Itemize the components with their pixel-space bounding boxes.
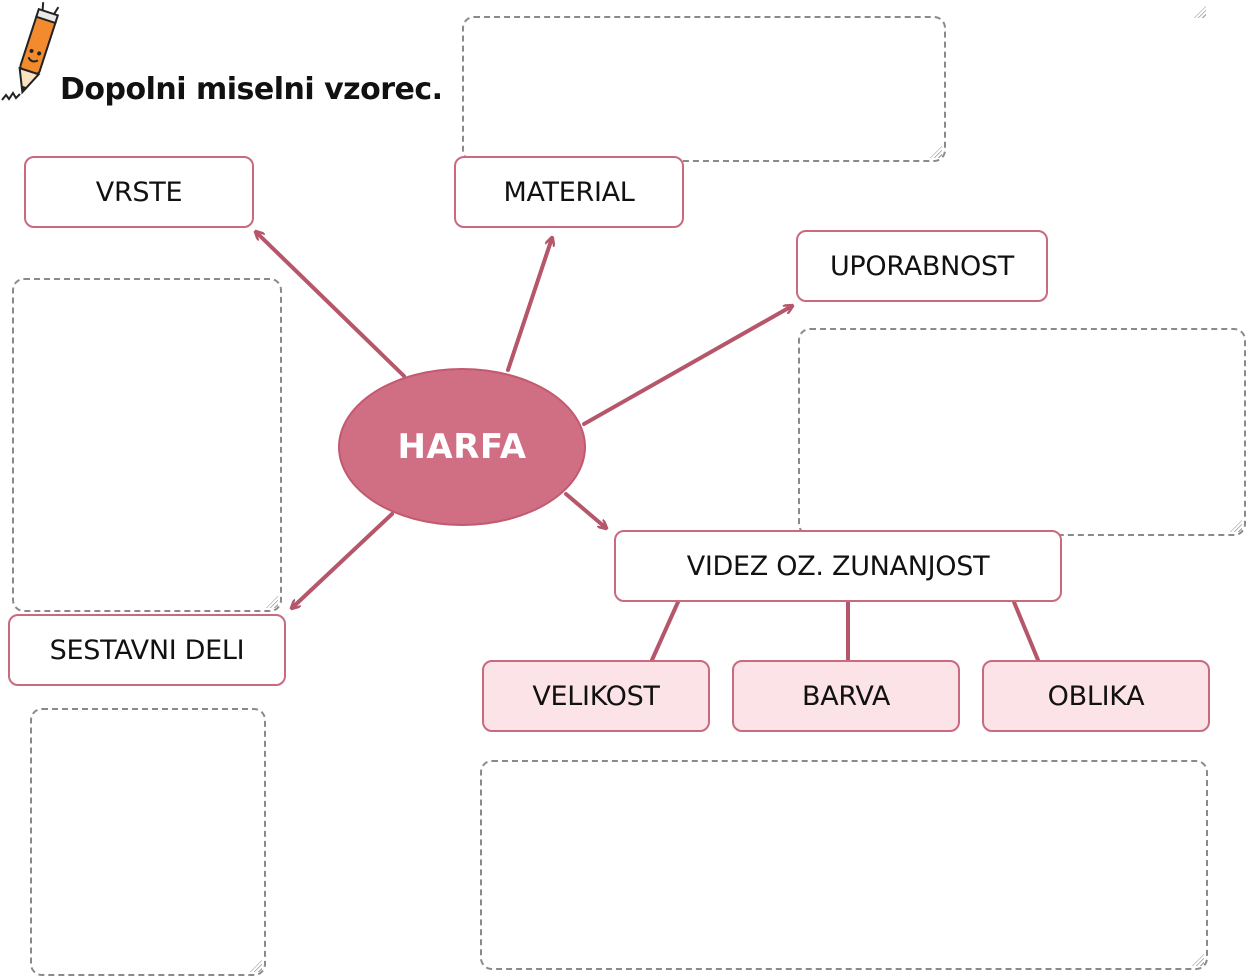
arrow-to-material bbox=[506, 238, 552, 372]
answer-input-material[interactable] bbox=[464, 18, 944, 160]
arrow-to-uporabnost bbox=[582, 306, 792, 426]
arrow-to-sestavni-deli bbox=[292, 512, 394, 608]
answer-box-videz[interactable] bbox=[480, 760, 1208, 970]
branch-material: MATERIAL bbox=[454, 156, 684, 228]
sub-branch-barva: BARVA bbox=[732, 660, 960, 732]
answer-input-sestavni-deli[interactable] bbox=[32, 710, 264, 974]
center-node-harfa: HARFA bbox=[338, 368, 586, 526]
line-to-oblika bbox=[1012, 600, 1040, 662]
branch-uporabnost: UPORABNOST bbox=[796, 230, 1048, 302]
arrow-to-videz bbox=[564, 492, 606, 528]
answer-box-vrste[interactable] bbox=[12, 278, 282, 612]
branch-sestavni-deli: SESTAVNI DELI bbox=[8, 614, 286, 686]
answer-box-sestavni-deli[interactable] bbox=[30, 708, 266, 976]
page-title: Dopolni miselni vzorec. bbox=[60, 72, 443, 107]
branch-vrste: VRSTE bbox=[24, 156, 254, 228]
sub-branch-velikost: VELIKOST bbox=[482, 660, 710, 732]
answer-box-material[interactable] bbox=[462, 16, 946, 162]
pencil-mascot-icon bbox=[1, 2, 60, 101]
answer-input-vrste[interactable] bbox=[14, 280, 280, 610]
answer-input-videz[interactable] bbox=[482, 762, 1206, 968]
branch-videz: VIDEZ OZ. ZUNANJOST bbox=[614, 530, 1062, 602]
answer-box-uporabnost[interactable] bbox=[798, 328, 1246, 536]
arrow-to-vrste bbox=[256, 232, 406, 378]
answer-input-uporabnost[interactable] bbox=[800, 330, 1244, 534]
line-to-velikost bbox=[650, 600, 680, 662]
sub-branch-oblika: OBLIKA bbox=[982, 660, 1210, 732]
